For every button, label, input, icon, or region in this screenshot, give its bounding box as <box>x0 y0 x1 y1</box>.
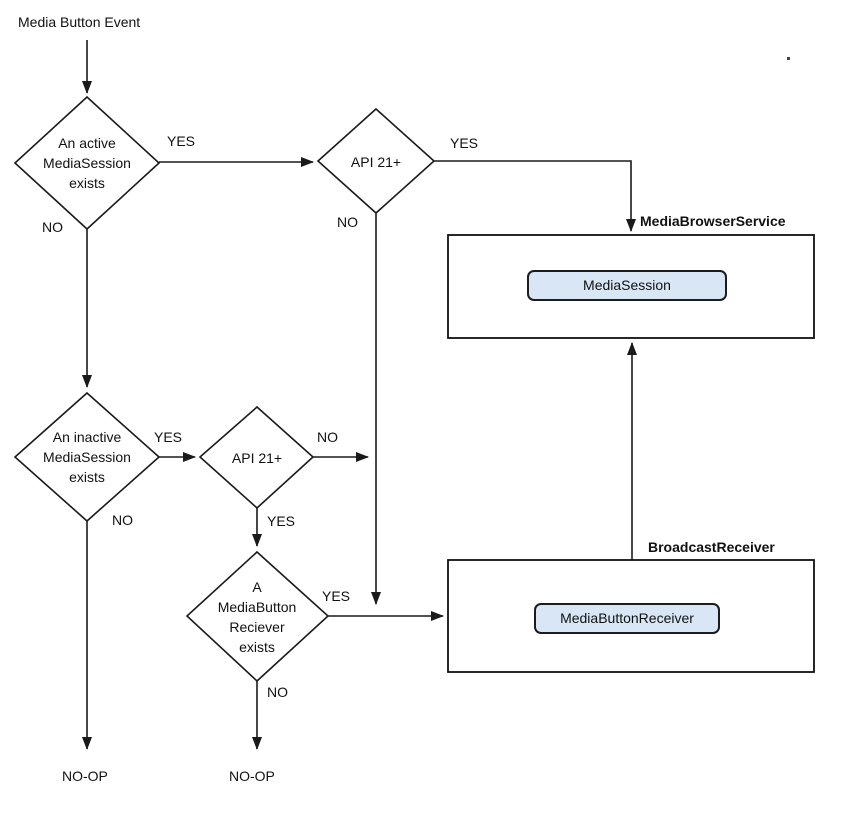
edge-label-no-inactive: NO <box>112 512 133 528</box>
edge-label-no-api21-top: NO <box>337 214 358 230</box>
decision-active-mediasession <box>13 95 161 231</box>
decision-api21-top-label: API 21+ <box>350 154 402 170</box>
mediabuttonreceiver-node-label: MediaButtonReceiver <box>560 610 694 626</box>
decision-inactive-mediasession <box>13 391 161 523</box>
mediabrowserservice-box-label: MediaBrowserService <box>640 213 786 229</box>
decision-inactive-mediasession-label: An inactive MediaSession exists <box>43 429 131 485</box>
flowchart-title: Media Button Event <box>18 14 141 30</box>
mediasession-node <box>527 270 727 301</box>
broadcastreceiver-box-label: BroadcastReceiver <box>648 539 775 555</box>
edge-label-yes-receiver: YES <box>322 588 351 604</box>
edge-label-no-api21-mid: NO <box>317 429 338 445</box>
arrow-api21-yes-to-mediabrowserservice <box>434 160 636 232</box>
decision-mediabutton-receiver-label: A MediaButton Reciever exists <box>217 579 297 655</box>
edge-label-yes-active: YES <box>167 133 196 149</box>
decision-api21-mid-label: API 21+ <box>231 450 283 466</box>
terminal-noop-left: NO-OP <box>62 768 108 784</box>
decision-active-mediasession-label: An active MediaSession exists <box>43 135 131 191</box>
decision-api21-top <box>316 107 436 215</box>
edge-label-no-active: NO <box>42 219 63 235</box>
edge-label-yes-inactive: YES <box>154 429 183 445</box>
edge-label-no-receiver: NO <box>267 684 288 700</box>
mediabuttonreceiver-node <box>534 603 720 634</box>
stray-dot <box>787 57 790 60</box>
edge-label-yes-api21-top: YES <box>450 135 479 151</box>
edge-label-yes-api21-mid: YES <box>267 513 296 529</box>
terminal-noop-right: NO-OP <box>229 768 275 784</box>
mediasession-node-label: MediaSession <box>583 277 671 293</box>
decision-mediabutton-receiver-exists <box>185 550 330 683</box>
decision-api21-mid <box>198 405 315 510</box>
